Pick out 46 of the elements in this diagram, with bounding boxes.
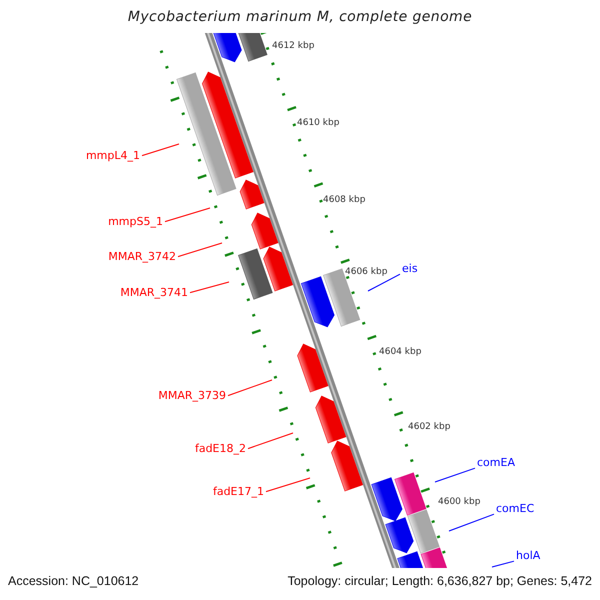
gene-block (236, 33, 268, 62)
gene-label: comEA (477, 456, 515, 470)
leader-line (266, 478, 310, 492)
gene-block (238, 248, 273, 300)
gene-label: eis (402, 262, 418, 276)
diagram-title: Mycobacterium marinum M, complete genome (126, 9, 474, 26)
leader-line (178, 242, 222, 258)
gene-block (251, 212, 278, 250)
gene-block (300, 276, 335, 328)
scale-label: 4608 kbp (323, 195, 366, 206)
gene-label: holA (516, 549, 540, 562)
scale-label: 4602 kbp (408, 422, 450, 433)
leader-line (368, 274, 400, 292)
gene-block (371, 477, 402, 522)
genome-info-text: Topology: circular; Length: 6,636,827 bp; Genes: 5,472 (288, 574, 592, 589)
gene-block (263, 246, 293, 292)
gene-block (331, 440, 363, 492)
gene-block (176, 72, 236, 196)
leader-line (228, 380, 272, 396)
gene-label: fadE17_1 (212, 485, 264, 498)
gene-block (240, 180, 264, 210)
accession-text: Accession: NC_010612 (8, 574, 139, 589)
scale-label: 4606 kbp (345, 267, 388, 278)
leader-line (448, 514, 494, 532)
gene-block (202, 72, 254, 178)
gene-label: comEC (496, 502, 534, 516)
leader-line (434, 468, 476, 482)
gene-label: mmpL4_1 (86, 149, 140, 162)
gene-label: fadE18_2 (194, 442, 246, 456)
leader-line (190, 282, 230, 294)
gene-block (315, 396, 346, 444)
scale-label: 4604 kbp (379, 347, 422, 358)
gene-block (394, 472, 426, 516)
leader-line (164, 208, 210, 222)
scale-label: 4612 kbp (272, 41, 314, 52)
gene-label: mmpS5_1 (108, 215, 163, 228)
gene-label: MMAR_3741 (120, 286, 188, 300)
leader-line (492, 560, 514, 568)
scale-label: 4610 kbp (297, 118, 340, 129)
scale-label: 4600 kbp (438, 497, 480, 508)
gene-block (297, 344, 328, 392)
gene-label: MMAR_3742 (108, 250, 176, 264)
leader-line (142, 144, 180, 156)
gene-label: MMAR_3739 (158, 389, 226, 402)
leader-line (248, 432, 294, 450)
gene-block (385, 517, 414, 554)
